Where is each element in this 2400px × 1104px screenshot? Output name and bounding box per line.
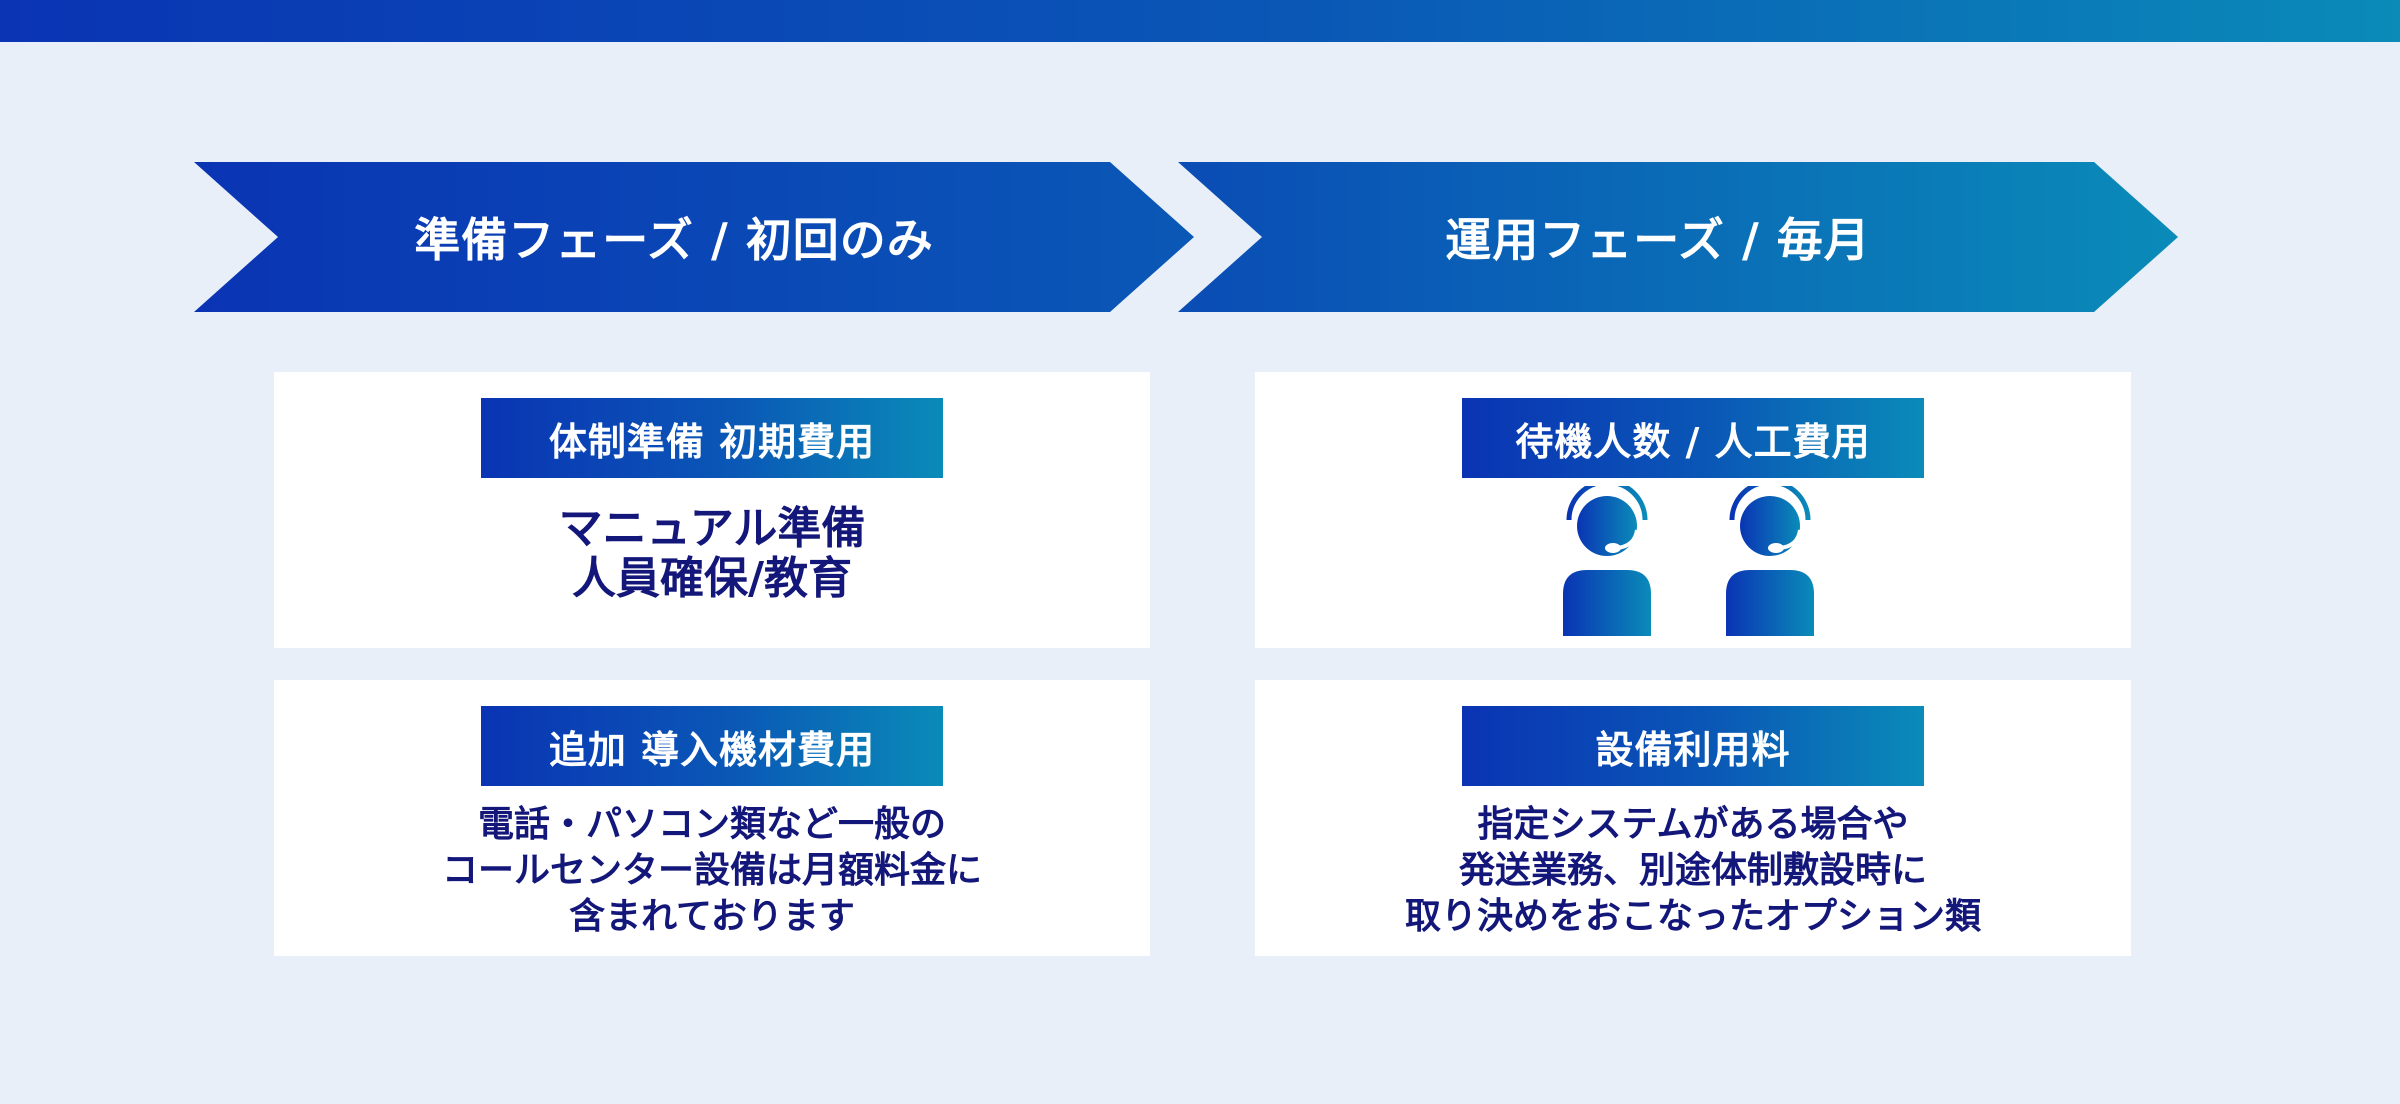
card-equipment-cost: 追加 導入機材費用 電話・パソコン類など一般の コールセンター設備は月額料金に … xyxy=(274,680,1150,956)
card-facility-fee: 設備利用料 指定システムがある場合や 発送業務、別途体制敷設時に 取り決めをおこ… xyxy=(1255,680,2131,956)
card-body-text: 指定システムがある場合や 発送業務、別途体制敷設時に 取り決めをおこなったオプシ… xyxy=(1255,802,2131,940)
card-label: 設備利用料 xyxy=(1462,706,1924,786)
chevron-arrow-shape xyxy=(194,162,1194,312)
card-text-line: 電話・パソコン類など一般の xyxy=(477,804,946,845)
card-body-text: 電話・パソコン類など一般の コールセンター設備は月額料金に 含まれております xyxy=(274,802,1150,940)
phase-banner-preparation: 準備フェーズ / 初回のみ xyxy=(194,162,1194,312)
operator-headset-icon xyxy=(1720,479,1820,636)
operator-headset-icon xyxy=(1557,479,1657,636)
card-staffing-cost: 待機人数 / 人工費用 xyxy=(1255,372,2131,648)
card-text-line: 人員確保/教育 xyxy=(571,553,853,604)
top-accent-band xyxy=(0,0,2400,42)
card-text-line: 指定システムがある場合や xyxy=(1477,804,1909,845)
card-text-line: 取り決めをおこなったオプション類 xyxy=(1404,896,1981,937)
card-label: 待機人数 / 人工費用 xyxy=(1462,398,1924,478)
card-label: 追加 導入機材費用 xyxy=(481,706,943,786)
phase-title: 運用フェーズ / 毎月 xyxy=(1445,213,1871,267)
card-label: 体制準備 初期費用 xyxy=(481,398,943,478)
card-setup-cost: 体制準備 初期費用 マニュアル準備 人員確保/教育 xyxy=(274,372,1150,648)
card-text-line: 発送業務、別途体制敷設時に xyxy=(1458,850,1927,891)
phase-title: 準備フェーズ / 初回のみ xyxy=(414,213,934,267)
card-text-line: コールセンター設備は月額料金に xyxy=(441,850,982,891)
card-body-text: マニュアル準備 人員確保/教育 xyxy=(274,504,1150,604)
card-text-line: 含まれております xyxy=(569,896,855,937)
chevron-arrow-shape xyxy=(1178,162,2178,312)
phase-banner-operation: 運用フェーズ / 毎月 xyxy=(1178,162,2178,312)
card-text-line: マニュアル準備 xyxy=(558,503,866,554)
